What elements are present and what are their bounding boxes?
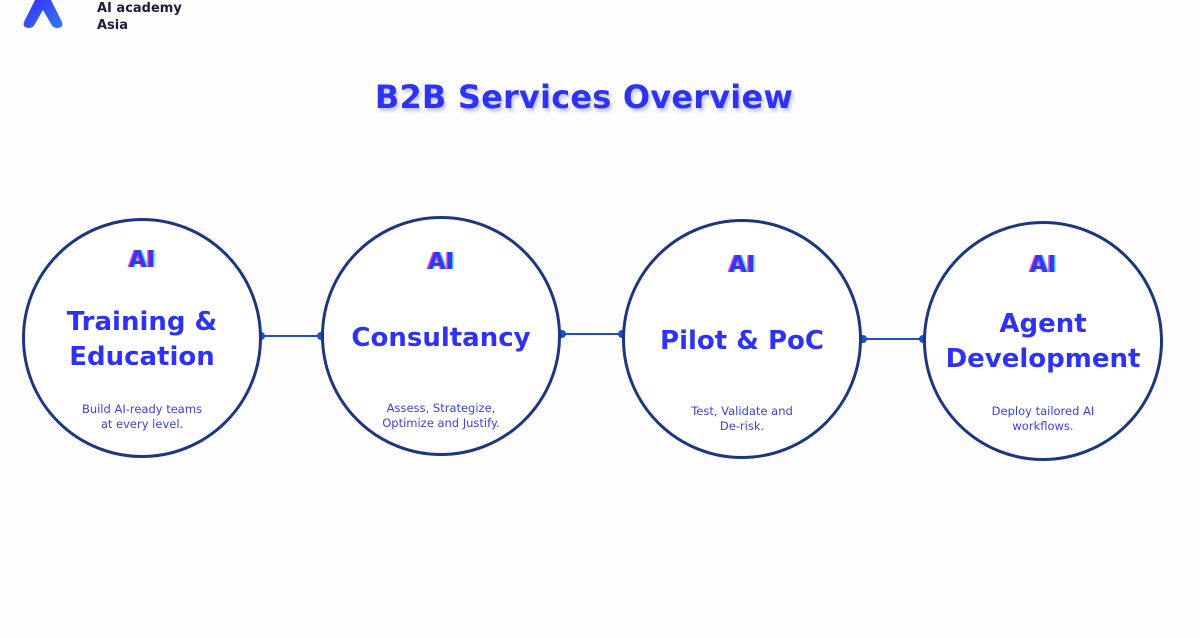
service-desc-line: Deploy tailored AI [991,404,1095,418]
service-desc-line: workflows. [1012,419,1074,433]
service-title-line: Training & [66,307,218,337]
service-desc-line: Assess, Strategize, [386,401,496,415]
ai-tag: AI [1029,252,1057,278]
logo-text-line1: AI academy [97,1,182,16]
service-desc-line: Optimize and Justify. [382,416,500,430]
service-desc-line: Test, Validate and [691,404,793,418]
service-title-line: Education [69,342,215,372]
ai-tag: AI [128,247,156,273]
service-desc-line: at every level. [100,417,184,431]
service-desc-line: De-risk. [719,419,765,433]
service-title-line: Development [945,344,1141,374]
service-circle-training: AI Training & Education Build AI-ready t… [22,218,262,458]
service-desc-line: Build AI-ready teams [81,402,203,416]
service-circle-agent: AI Agent Development Deploy tailored AI … [923,221,1163,461]
service-title-line: Agent [999,309,1087,339]
logo-text-line2: Asia [97,18,129,33]
service-title-line: Consultancy [351,323,531,353]
ai-tag: AI [728,252,756,278]
logo[interactable]: AI academy Asia [22,0,182,34]
ai-tag: AI [427,249,455,275]
service-circle-pilot: AI Pilot & PoC Test, Validate and De-ris… [622,219,862,459]
service-circle-consultancy: AI Consultancy Assess, Strategize, Optim… [321,216,561,456]
service-title-line: Pilot & PoC [660,326,824,356]
page-title: B2B Services Overview [374,78,794,116]
logo-mark-icon [23,0,63,28]
